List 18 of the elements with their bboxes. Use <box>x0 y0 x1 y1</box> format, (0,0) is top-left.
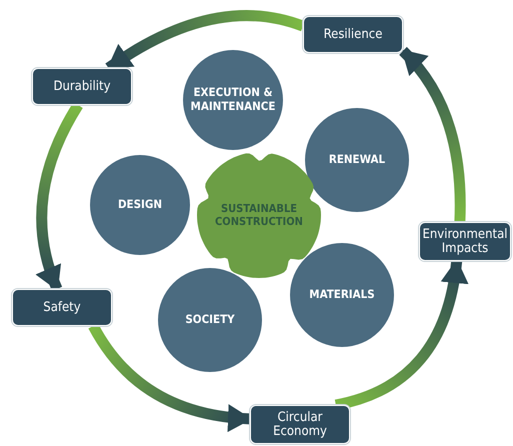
node-label: EXECUTION & MAINTENANCE <box>190 86 276 114</box>
node-label: Durability <box>52 80 112 94</box>
label-box <box>12 289 112 326</box>
label-box <box>32 68 132 105</box>
curved-arrow <box>334 259 468 410</box>
label-box <box>303 16 403 53</box>
node-label: Resilience <box>322 28 384 42</box>
node-label: Environmental Impacts <box>421 228 509 256</box>
label-box <box>419 222 511 261</box>
center-title: SUSTAINABLE CONSTRUCTION <box>214 202 304 228</box>
node-label: MATERIALS <box>308 288 376 302</box>
node-label: RENEWAL <box>328 153 386 167</box>
node-label: Safety <box>42 300 82 314</box>
label-box <box>250 405 350 444</box>
node-label: DESIGN <box>116 198 164 212</box>
node-label: SOCIETY <box>184 313 236 327</box>
node-label: Circular Economy <box>272 410 328 438</box>
curved-arrow <box>399 47 466 222</box>
